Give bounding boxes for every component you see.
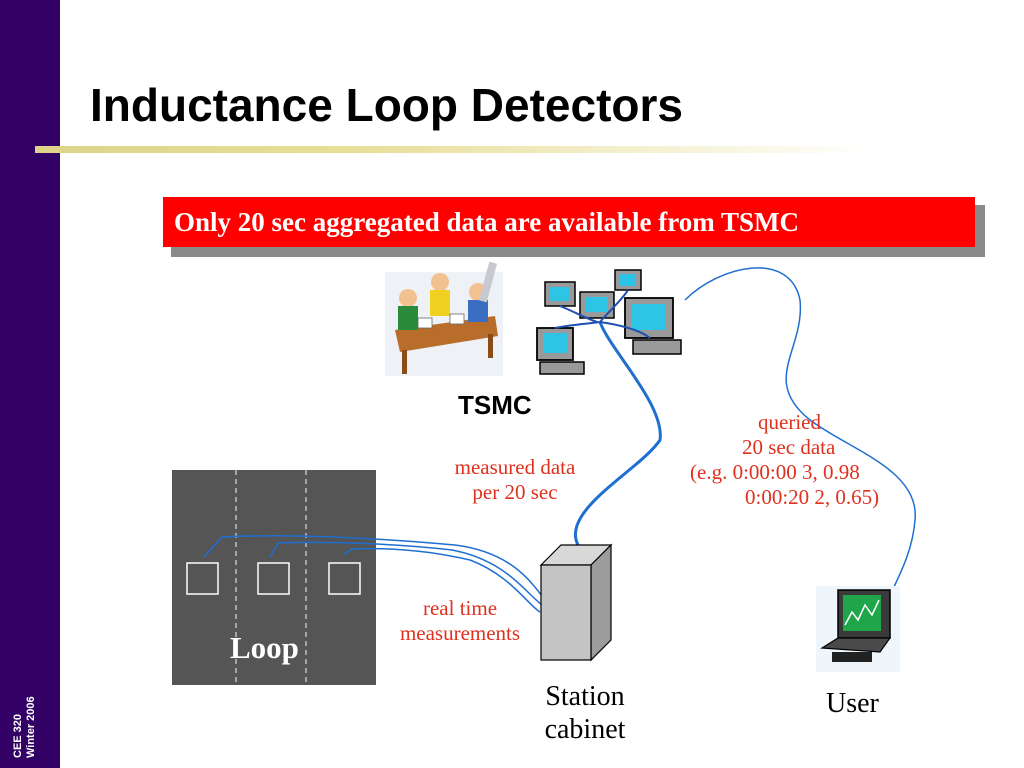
loop-detector-1 — [186, 562, 219, 595]
user-label: User — [826, 688, 879, 719]
measured-data-label: measured data per 20 sec — [425, 455, 605, 505]
sidebar — [0, 0, 60, 768]
station-cabinet-icon — [539, 543, 613, 662]
station-to-tsmc-wire — [574, 321, 662, 546]
station-line2: cabinet — [544, 714, 626, 745]
measured-data-line2: per 20 sec — [472, 480, 558, 504]
queried-line3: (e.g. 0:00:00 3, 0.98 — [690, 460, 860, 484]
realtime-label: real time measurements — [375, 596, 545, 646]
queried-data-label: queried 20 sec data (e.g. 0:00:00 3, 0.9… — [690, 410, 930, 510]
station-cabinet-label: Station cabinet — [520, 680, 650, 746]
tsmc-label: TSMC — [458, 390, 532, 420]
station-line1: Station — [545, 681, 625, 712]
title-underline — [35, 146, 875, 153]
loop-detector-2 — [257, 562, 290, 595]
loop-label: Loop — [230, 630, 299, 665]
tsmc-computers-icon — [536, 269, 682, 375]
slide-title: Inductance Loop Detectors — [90, 79, 683, 131]
realtime-line1: real time — [422, 596, 498, 620]
tsmc-meeting-icon — [385, 261, 503, 376]
loop-detector-3 — [328, 562, 361, 595]
info-banner: Only 20 sec aggregated data are availabl… — [163, 197, 975, 247]
queried-line2: 20 sec data — [742, 435, 836, 459]
loop-wires — [203, 535, 546, 613]
realtime-line2: measurements — [399, 621, 521, 645]
user-laptop-icon — [816, 586, 900, 672]
queried-line4: 0:00:20 2, 0.65) — [745, 485, 880, 509]
road-section — [172, 470, 376, 685]
queried-line1: queried — [758, 410, 821, 434]
measured-data-line1: measured data — [454, 455, 576, 479]
tsmc-to-user-wire — [684, 267, 916, 609]
